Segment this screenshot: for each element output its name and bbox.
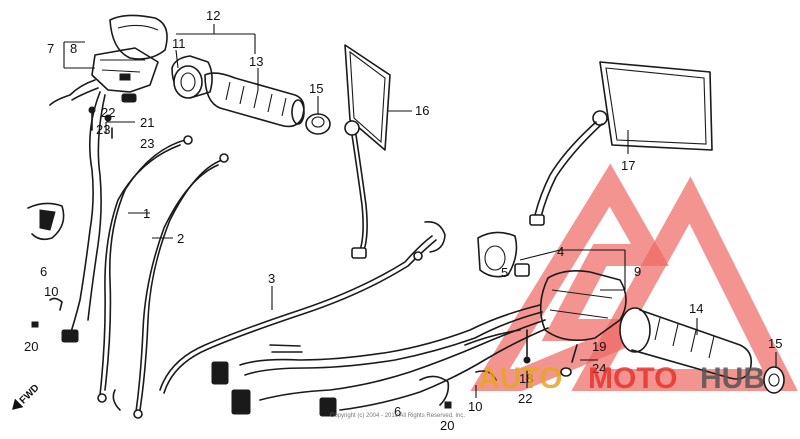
- callout-17: 17: [621, 158, 635, 173]
- callout-15-top: 15: [309, 81, 323, 96]
- fwd-label: FWD: [18, 382, 42, 406]
- callout-8: 8: [70, 41, 77, 56]
- callout-11: 11: [172, 36, 186, 51]
- watermark-moto: MOTO: [588, 362, 677, 395]
- callout-23-a: 23: [96, 122, 110, 137]
- throttle-grip: [171, 55, 305, 128]
- callout-7: 7: [47, 41, 54, 56]
- grip-end-top: [305, 113, 331, 135]
- right-mirror: [529, 61, 713, 226]
- wiring-harness: [211, 304, 549, 417]
- watermark-hub: HUB: [700, 362, 765, 395]
- callout-20-bottom: 20: [440, 418, 454, 433]
- callout-19: 19: [592, 339, 606, 354]
- grip-end-right: [763, 366, 785, 394]
- callout-21: 21: [140, 115, 154, 130]
- callout-1: 1: [143, 206, 150, 221]
- left-switch-housing: [91, 14, 168, 103]
- right-switch-housing: [477, 231, 627, 341]
- callout-10-bottom: 10: [468, 399, 482, 414]
- fwd-arrow-icon: [12, 398, 24, 410]
- callout-24: 24: [592, 361, 606, 376]
- callout-23-b: 23: [140, 136, 154, 151]
- throttle-cables: [97, 135, 229, 419]
- callout-3: 3: [268, 271, 275, 286]
- fwd-indicator: FWD: [12, 382, 42, 410]
- cable-clamp-left: [27, 202, 65, 241]
- callout-20-left: 20: [24, 339, 38, 354]
- callout-9: 9: [634, 264, 641, 279]
- callout-12: 12: [206, 8, 220, 23]
- right-grip: [619, 307, 753, 380]
- copyright-text: Copyright (c) 2004 - 2016 All Rights Res…: [330, 413, 465, 419]
- callout-16: 16: [415, 103, 429, 118]
- clutch-cable: [159, 220, 446, 394]
- callout-10-left: 10: [44, 284, 58, 299]
- callout-6-left: 6: [40, 264, 47, 279]
- clip-left: [31, 297, 79, 343]
- left-screws: [88, 106, 113, 139]
- callout-18: 18: [519, 371, 533, 386]
- left-mirror: [344, 44, 391, 259]
- callout-6-bottom: 6: [394, 404, 401, 419]
- callout-14: 14: [689, 301, 703, 316]
- watermark-triangle-left: [470, 163, 669, 391]
- leader-lines: [63, 24, 777, 398]
- callout-2: 2: [177, 231, 184, 246]
- callout-22-top: 22: [101, 105, 115, 120]
- callout-5: 5: [501, 265, 508, 280]
- callout-15-right: 15: [768, 336, 782, 351]
- callout-22-bottom: 22: [518, 391, 532, 406]
- watermark-logo: [470, 163, 798, 391]
- left-switch-wiring: [49, 79, 106, 336]
- watermark-auto: AUTO: [478, 362, 562, 395]
- callout-4: 4: [557, 244, 564, 259]
- watermark-wordmark: AUTO MOTO HUB: [478, 362, 765, 395]
- right-screws: [523, 329, 578, 377]
- callout-labels: 7 8 11 12 13 15 16 22 21 23 23 1 2 6 10 …: [24, 8, 782, 433]
- watermark-triangle-right: [571, 176, 798, 391]
- callout-13: 13: [249, 54, 263, 69]
